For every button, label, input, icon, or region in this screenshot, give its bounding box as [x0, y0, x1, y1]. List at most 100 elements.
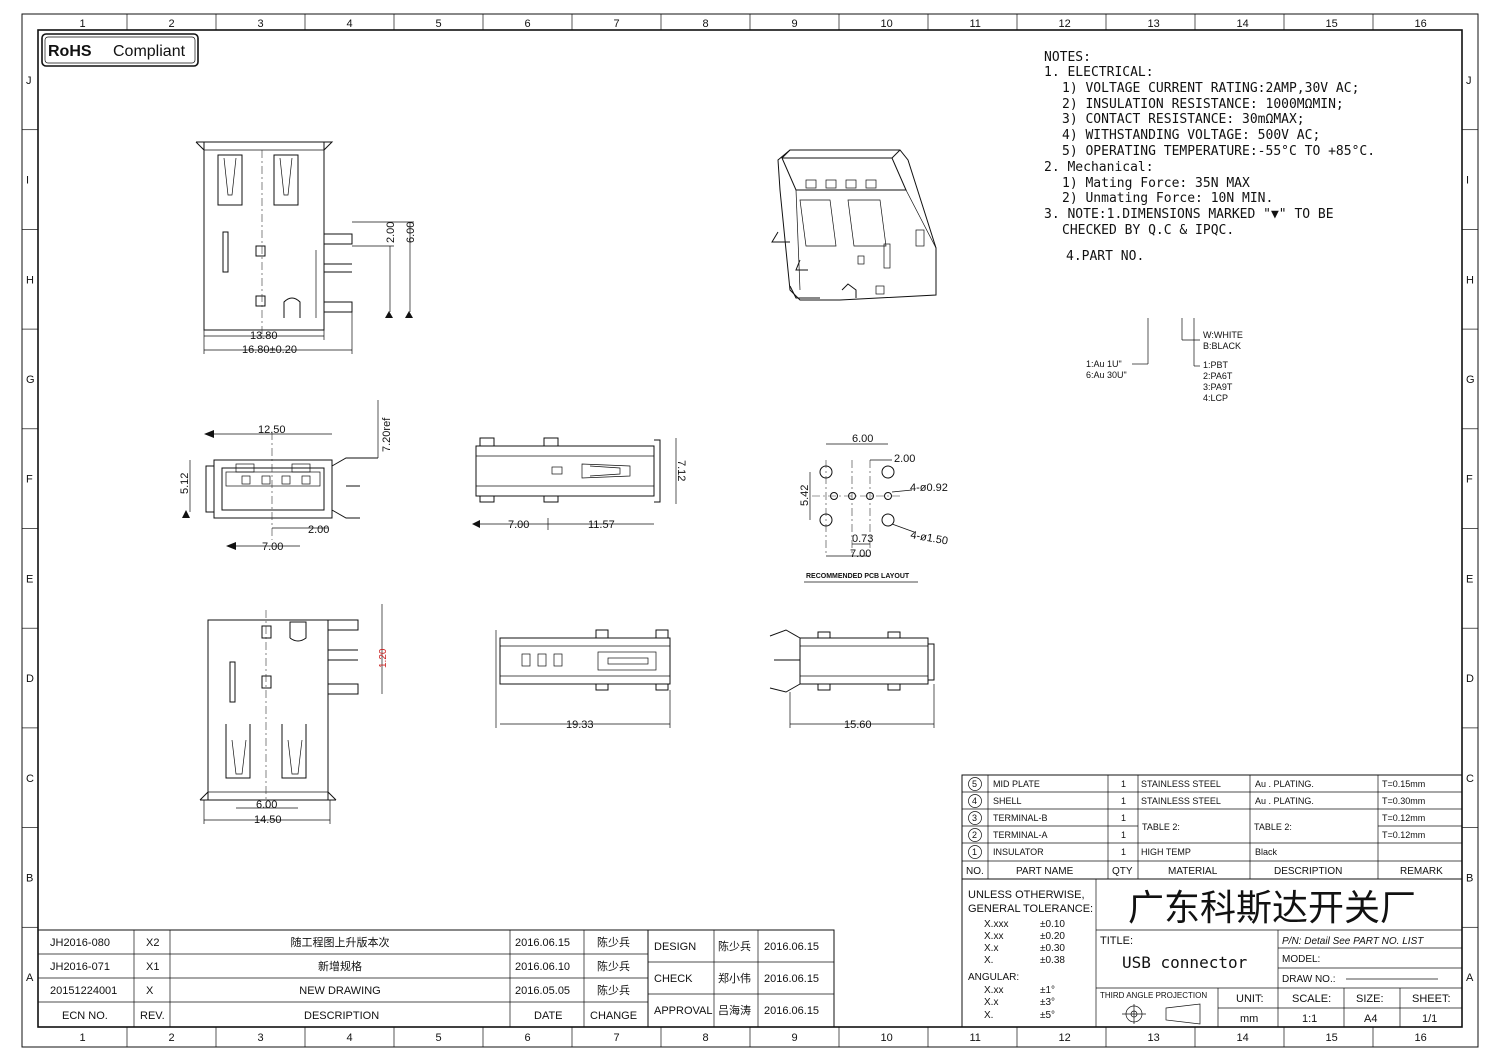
isometric-view [771, 149, 937, 301]
scale-label: SCALE: [1292, 993, 1331, 1005]
rev-header-date: DATE [534, 1010, 563, 1022]
grid-row-label-right: H [1466, 274, 1474, 286]
approval-name: 陈少兵 [718, 939, 751, 953]
rev-header-ecn: ECN NO. [62, 1010, 108, 1022]
size-value: A4 [1364, 1013, 1377, 1025]
part-number-legend: 1:Au 1U" 6:Au 30U" W:WHITE B:BLACK 1:PBT… [1086, 318, 1243, 403]
grid-col-label-bottom: 1 [80, 1032, 86, 1044]
bom-material: STAINLESS STEEL [1141, 779, 1221, 789]
grid-row-label-left: G [26, 374, 35, 386]
tol-x0: X. [984, 955, 993, 966]
dim-15-60: 15.60 [844, 719, 872, 731]
grid-col-label-top: 5 [436, 18, 442, 30]
grid-row-label-right: F [1466, 474, 1473, 486]
top-view: 19.33 [495, 629, 671, 731]
grid-col-label-top: 13 [1148, 18, 1160, 30]
grid-row-label-right: E [1466, 573, 1473, 585]
title-block: UNLESS OTHERWISE, GENERAL TOLERANCE: X.x… [961, 878, 1463, 1028]
grid-col-label-bottom: 13 [1148, 1032, 1160, 1044]
bom-header-material: MATERIAL [1168, 866, 1218, 877]
color-white: W:WHITE [1203, 330, 1243, 340]
bom-header-qty: QTY [1112, 866, 1133, 877]
bom-material: STAINLESS STEEL [1141, 796, 1221, 806]
revision-change: 陈少兵 [597, 959, 630, 973]
rev-header-change: CHANGE [590, 1010, 637, 1022]
tol-a-xx: X.xx [984, 985, 1003, 996]
bom-qty: 1 [1121, 813, 1126, 823]
bom-no: 2 [972, 830, 977, 840]
note-l7: 2. Mechanical: [1044, 160, 1154, 175]
bom-no: 5 [972, 779, 977, 789]
bom-header-name: PART NAME [1016, 866, 1074, 877]
bom-item-balloon [968, 845, 982, 859]
tol-xx: X.xx [984, 931, 1003, 942]
third-angle-projection-icon [1122, 1003, 1201, 1025]
grid-row-label-right: G [1466, 374, 1475, 386]
dim-12-50: 12.50 [258, 424, 286, 436]
tol-a-x: X.x [984, 997, 998, 1008]
model-label: MODEL: [1282, 954, 1320, 965]
grid-col-label-top: 7 [614, 18, 620, 30]
grid-col-label-bottom: 9 [792, 1032, 798, 1044]
bom-qty: 1 [1121, 847, 1126, 857]
approval-date: 2016.06.15 [764, 1005, 819, 1017]
tol-xx-value: ±0.20 [1040, 931, 1065, 942]
grid-col-label-top: 2 [169, 18, 175, 30]
tol-xxx-value: ±0.10 [1040, 919, 1065, 930]
tol-xxx: X.xxx [984, 919, 1008, 930]
grid-row-label-left: H [26, 274, 34, 286]
approval-date: 2016.06.15 [764, 973, 819, 985]
grid-col-label-top: 6 [525, 18, 531, 30]
dim-5-42: 5.42 [799, 485, 811, 506]
revision-date: 2016.05.05 [515, 985, 570, 997]
dim-0-73: 0.73 [852, 533, 873, 545]
material-1: 1:PBT [1203, 360, 1229, 370]
size-label: SIZE: [1356, 993, 1384, 1005]
bom-part-name: MID PLATE [993, 779, 1040, 789]
grid-row-label-left: J [26, 75, 32, 87]
dim-6-00a: 6.00 [405, 222, 417, 243]
note-l2: 1) VOLTAGE CURRENT RATING:2AMP,30V AC; [1062, 81, 1359, 96]
revision-date: 2016.06.15 [515, 937, 570, 949]
draw-no-label: DRAW NO.: [1282, 974, 1336, 985]
note-l6: 5) OPERATING TEMPERATURE:-55°C TO +85°C. [1062, 144, 1375, 159]
pcb-layout: 6.00 2.00 5.42 4-ø0.92 0.73 7.00 4-ø1.50… [799, 433, 949, 583]
plating-1: 1:Au 1U" [1086, 359, 1122, 369]
revision-date: 2016.06.10 [515, 961, 570, 973]
material-2: 2:PA6T [1203, 371, 1233, 381]
grid-row-label-right: B [1466, 872, 1473, 884]
grid-col-label-top: 3 [258, 18, 264, 30]
grid-row-label-left: F [26, 474, 33, 486]
grid-row-label-left: D [26, 673, 34, 685]
grid-col-label-bottom: 3 [258, 1032, 264, 1044]
rear-view: 1.20 6.00 14.50 [199, 604, 389, 826]
grid-col-label-top: 11 [970, 18, 981, 30]
revision-ecn: JH2016-080 [50, 937, 110, 949]
notes-heading: NOTES: [1044, 50, 1091, 65]
note-l5: 4) WITHSTANDING VOLTAGE: 500V AC; [1062, 128, 1320, 143]
bom-table2-description: TABLE 2: [1254, 822, 1292, 832]
compliant-label: Compliant [113, 43, 186, 60]
dim-4-150: 4-ø1.50 [909, 529, 948, 547]
grid-col-label-bottom: 16 [1415, 1032, 1427, 1044]
grid-col-label-bottom: 11 [970, 1032, 981, 1044]
pcb-caption: RECOMMENDED PCB LAYOUT [806, 573, 910, 580]
note-l11: CHECKED BY Q.C & IPQC. [1062, 223, 1234, 238]
title-value: USB connector [1122, 953, 1248, 972]
rohs-badge: RoHS Compliant [41, 33, 199, 67]
unit-value: mm [1240, 1013, 1258, 1025]
bom-description: Au . PLATING. [1255, 779, 1314, 789]
grid-col-label-top: 15 [1326, 18, 1338, 30]
bom-remark: T=0.12mm [1382, 813, 1425, 823]
dim-6-00b: 6.00 [852, 433, 873, 445]
grid-row-label-left: B [26, 872, 33, 884]
tol-a-x0-value: ±5° [1040, 1010, 1055, 1021]
dim-5-12: 5.12 [179, 473, 191, 494]
